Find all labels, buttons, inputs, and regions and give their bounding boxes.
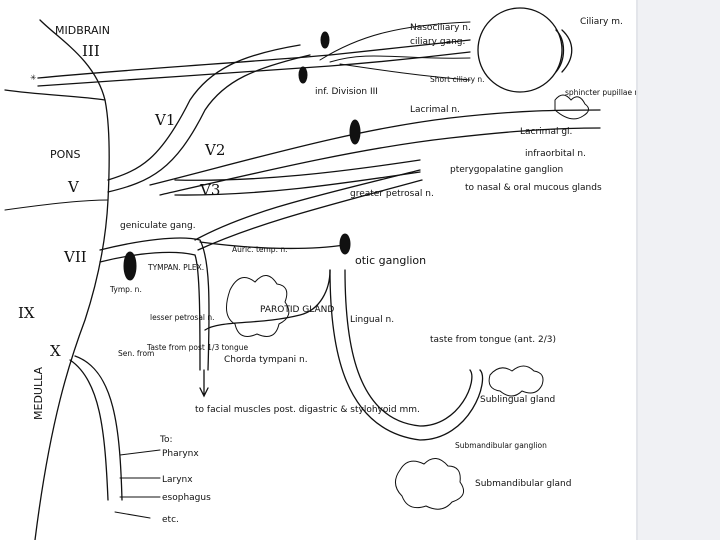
- submandibular-gland-label: Submandibular gland: [475, 479, 571, 489]
- cn3-label: III: [82, 42, 100, 60]
- pons-lower-border: [4, 199, 109, 211]
- cn5-v2-lower: [159, 127, 601, 196]
- cn5-v3-lower: [174, 171, 421, 196]
- pterygopalatine-label: pterygopalatine ganglion: [450, 165, 563, 175]
- lingual-nerve-outer: [329, 269, 484, 441]
- taste-ant-label: taste from tongue (ant. 2/3): [430, 335, 556, 345]
- to-label: To:: [159, 435, 173, 445]
- pharynx-label: Pharynx: [162, 449, 199, 459]
- cn10-trunk-right: [74, 355, 123, 501]
- v2-band: [349, 119, 361, 145]
- greater-petrosal-label: greater petrosal n.: [350, 189, 434, 199]
- pons-label: PONS: [50, 148, 81, 161]
- chorda-label: Chorda tympani n.: [224, 355, 308, 365]
- cn5-v3-upper: [174, 159, 421, 181]
- lingual-nerve-inner: [344, 269, 473, 427]
- otic-band: [339, 233, 351, 255]
- cn10-label: X: [50, 342, 61, 360]
- cn7-root-upper: [99, 237, 210, 371]
- cn5-v2-upper: [149, 109, 601, 186]
- cn5-main-label: V: [67, 178, 80, 196]
- right-sidebar-panel: [636, 0, 720, 540]
- chorda-tympani: [204, 269, 331, 331]
- esophagus-label: esophagus: [162, 493, 211, 503]
- medulla-label: MEDULLA: [32, 367, 45, 420]
- cn5-v1-label: V1: [154, 111, 175, 129]
- tymp-n-label: Tymp. n.: [109, 285, 142, 294]
- short-ciliary-label: Short ciliary n.: [430, 75, 485, 84]
- geniculate-label: geniculate gang.: [120, 221, 196, 231]
- infraorbital-label: infraorbital n.: [525, 149, 586, 159]
- ciliary-m-label: Ciliary m.: [580, 17, 623, 27]
- inf-division-label: inf. Division III: [315, 87, 378, 97]
- cn10-trunk-left: [69, 359, 109, 501]
- parotid-gland: [225, 275, 290, 337]
- lens: [561, 29, 573, 73]
- greater-petrosal-lower: [197, 179, 423, 251]
- nasal-glands-label: to nasal & oral mucous glands: [465, 183, 602, 193]
- ciliary-gang-label: ciliary gang.: [410, 37, 465, 47]
- iris: [555, 29, 565, 73]
- nasociliary-label: Nasociliary n.: [410, 23, 471, 33]
- tymp-plex-label: TYMPAN. PLEX.: [147, 263, 204, 272]
- cn7-label: VII: [63, 248, 87, 266]
- larynx-label: Larynx: [162, 475, 193, 485]
- auric-temp-label: Auric. temp. n.: [232, 245, 287, 254]
- cn7-root-lower: [99, 251, 201, 371]
- facial-arrow: [199, 369, 209, 398]
- lacrimal-n-label: Lacrimal n.: [410, 105, 460, 115]
- ciliary-ganglion-band: [320, 31, 330, 49]
- cn3-root-star: ✳: [30, 73, 36, 82]
- cn3-branches: [319, 21, 471, 81]
- submandibular-gang-label: Submandibular ganglion: [455, 441, 547, 450]
- sen-from-label: Sen. from: [118, 349, 154, 358]
- otic-connection: [199, 241, 346, 250]
- cn5-v2-label: V2: [204, 141, 225, 159]
- sphincter-label: sphincter pupillae m.: [565, 88, 644, 97]
- submandibular-gland: [395, 458, 465, 510]
- inf-division-band: [298, 66, 308, 84]
- cn5-root-lower: [107, 54, 311, 193]
- cn10-branches: [114, 449, 161, 519]
- taste-post-label: Taste from post 1/3 tongue: [146, 343, 248, 352]
- lacrimal-gland: [554, 94, 589, 120]
- cn9-label: IX: [18, 304, 35, 322]
- eyeball: [477, 7, 563, 93]
- greater-petrosal-upper: [194, 169, 421, 241]
- cn5-root-upper: [107, 44, 301, 181]
- lacrimal-gl-label: Lacrimal gl.: [520, 127, 572, 137]
- otic-label: otic ganglion: [355, 254, 426, 267]
- lesser-petrosal-label: lesser petrosal n.: [150, 313, 215, 322]
- etc-label: etc.: [162, 515, 179, 525]
- brainstem-outline: [34, 19, 110, 540]
- sublingual-gland: [488, 365, 544, 397]
- facial-muscles-label: to facial muscles post. digastric & styl…: [195, 405, 420, 415]
- sidebar-divider: [636, 0, 638, 540]
- lingual-label: Lingual n.: [350, 315, 394, 325]
- midbrain-label: MIDBRAIN: [55, 24, 110, 37]
- midbrain-border: [4, 89, 106, 101]
- sublingual-label: Sublingual gland: [480, 395, 555, 405]
- cn7-band: [123, 251, 137, 281]
- parotid-label: PAROTID GLAND: [260, 305, 334, 315]
